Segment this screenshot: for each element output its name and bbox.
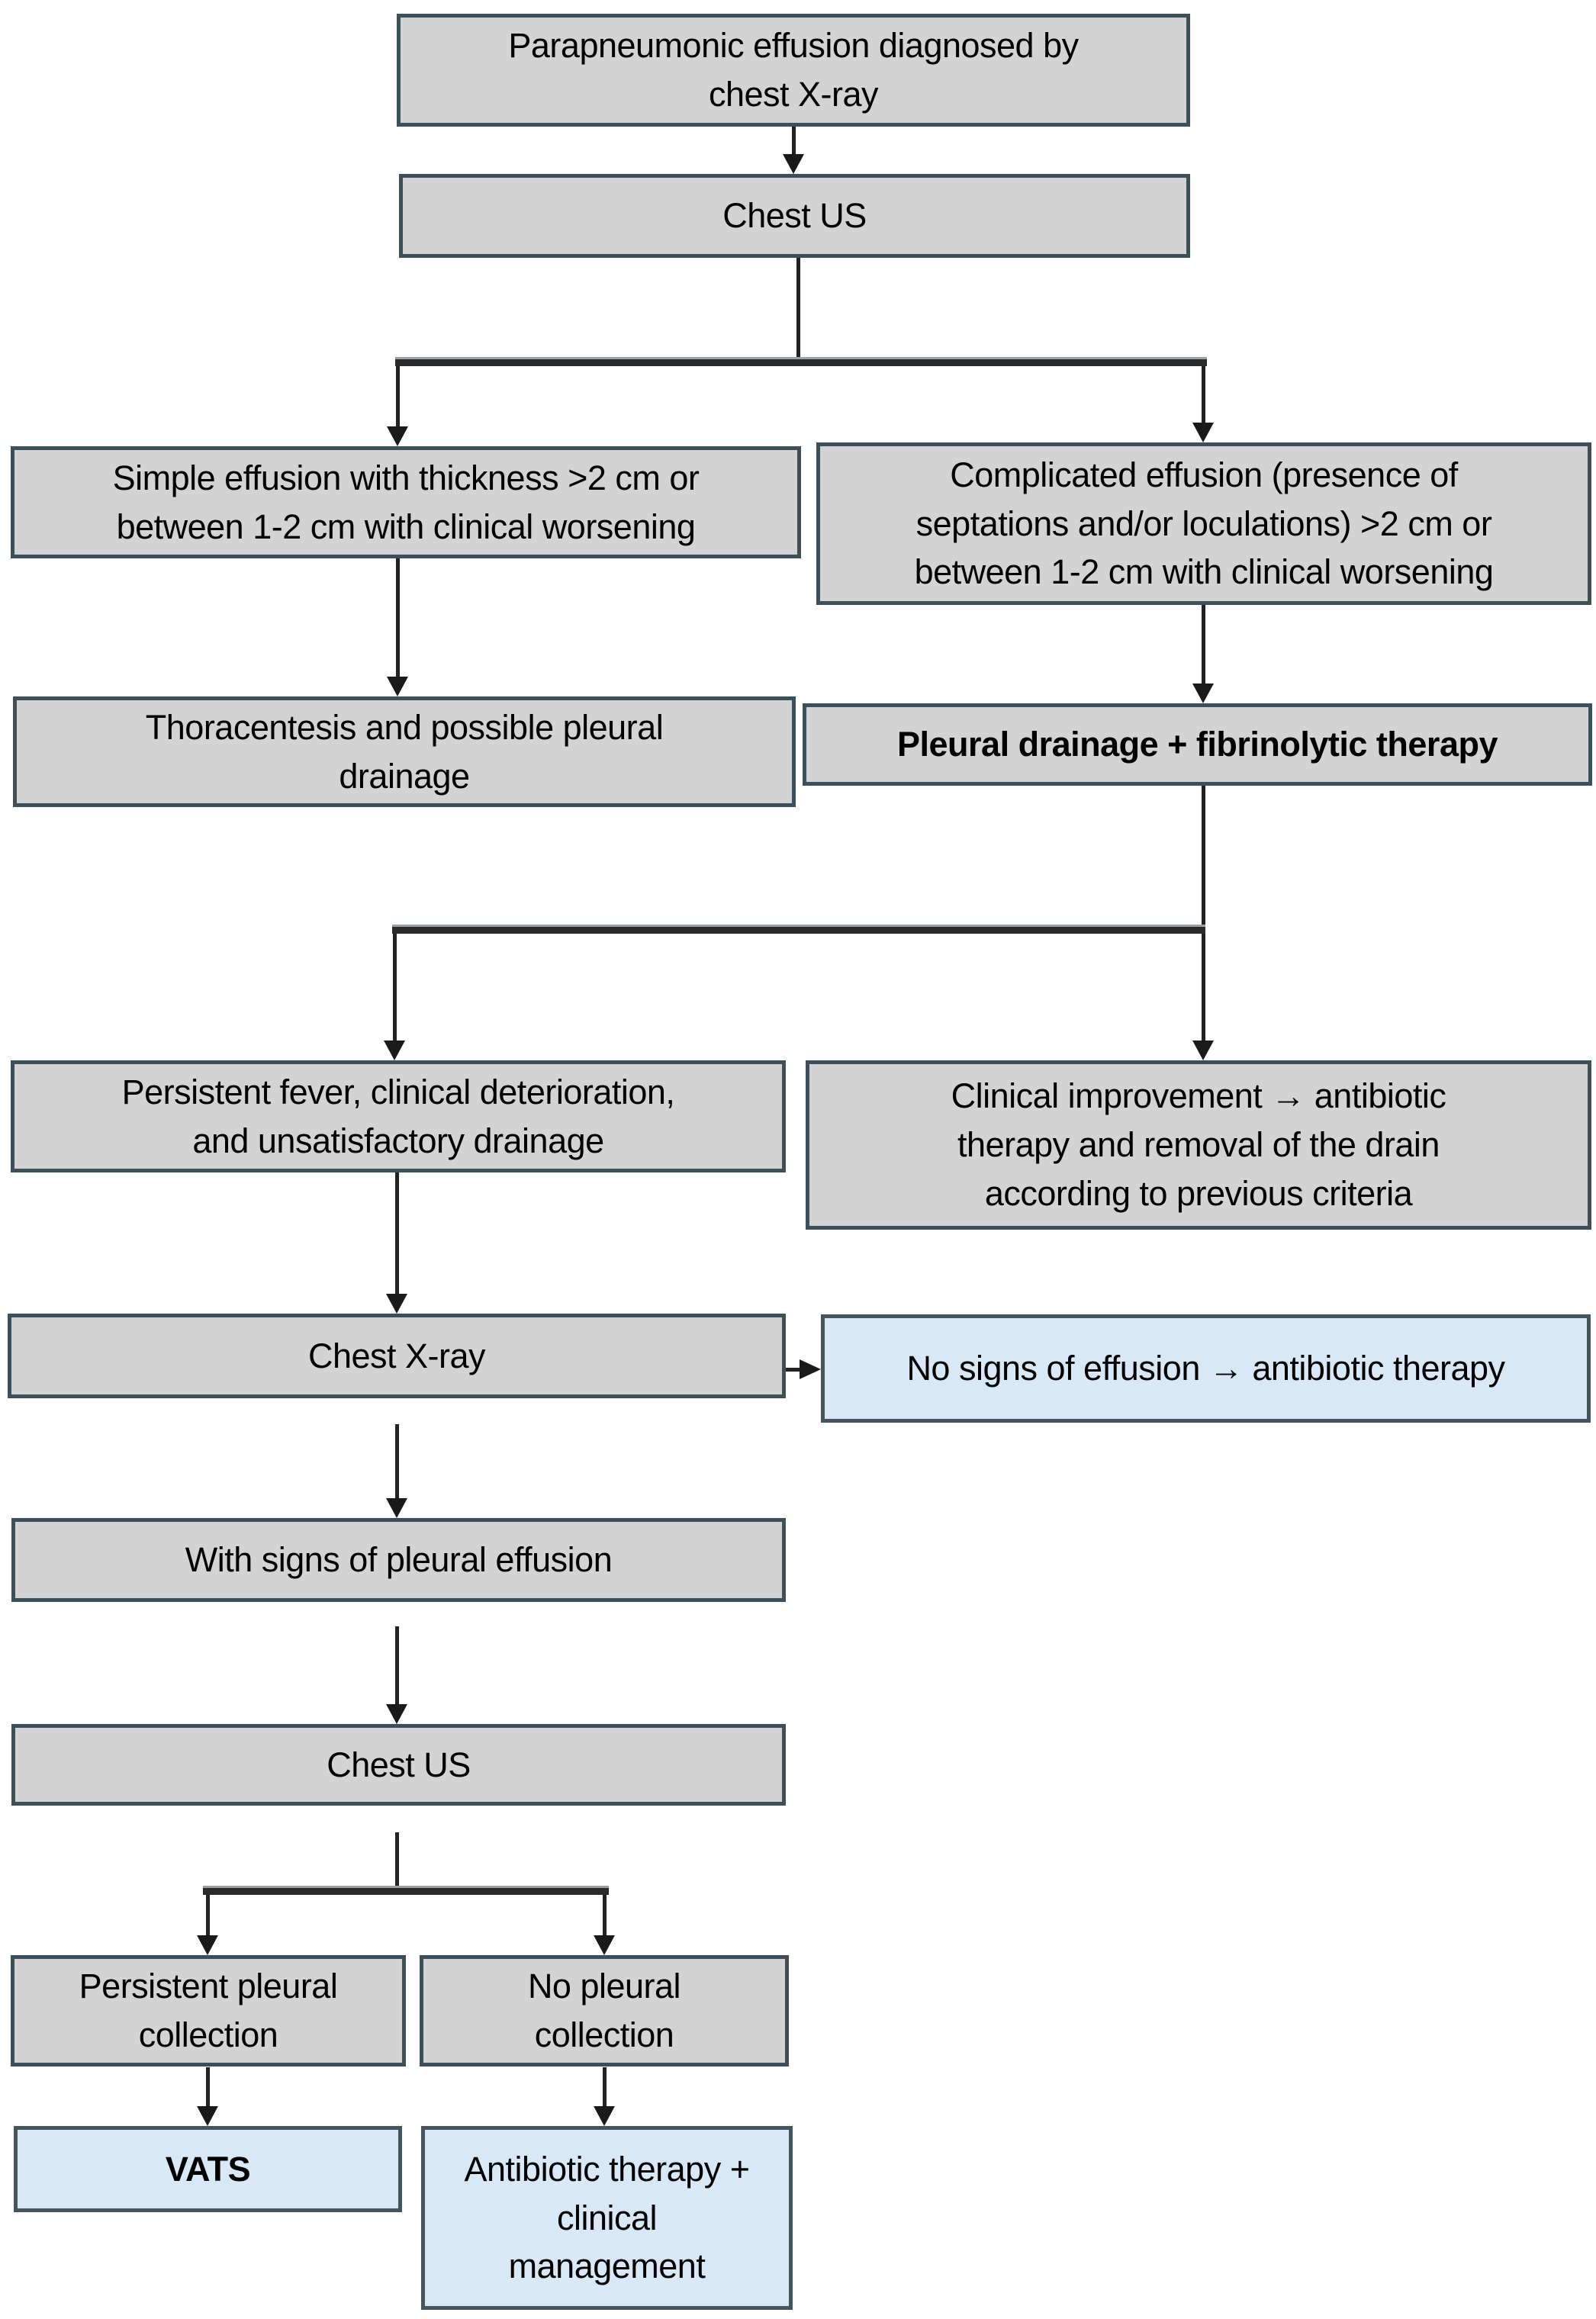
node-clinical-improvement: Clinical improvement → antibiotic therap… xyxy=(806,1060,1591,1230)
edge-chestus2-stem-line xyxy=(395,1832,399,1893)
node-parapneumonic-effusion: Parapneumonic effusion diagnosed by ches… xyxy=(397,14,1190,127)
arrow-down-icon xyxy=(197,1935,218,1955)
node-complicated-effusion: Complicated effusion (presence of septat… xyxy=(816,442,1591,605)
node-chest-us-1: Chest US xyxy=(399,174,1190,258)
edge-chestxray-to-nosigns-line xyxy=(786,1368,801,1372)
node-with-signs-effusion: With signs of pleural effusion xyxy=(11,1518,786,1602)
edge-withsigns-to-chestus2-line xyxy=(395,1626,399,1704)
edge-to-no-collection-line xyxy=(603,1895,607,1935)
node-thoracentesis: Thoracentesis and possible pleural drain… xyxy=(13,696,796,807)
node-chest-us-2: Chest US xyxy=(11,1724,786,1806)
edge-chestus-stem-line xyxy=(796,258,800,365)
edge-drainage-to-improvement-line xyxy=(1202,786,1205,1040)
edge-fever-to-chestxray-line xyxy=(395,1172,399,1294)
arrow-down-icon xyxy=(387,677,408,696)
arrow-down-icon xyxy=(386,1498,407,1518)
arrow-down-icon xyxy=(386,1704,407,1724)
edge-to-persistent-fever-line xyxy=(393,934,397,1040)
node-simple-effusion: Simple effusion with thickness >2 cm or … xyxy=(11,446,801,558)
edge-to-persistent-collection-line xyxy=(206,1895,210,1935)
arrow-down-icon xyxy=(1192,683,1214,703)
edge-to-simple-line xyxy=(396,366,400,426)
edge-split-bar-bottom xyxy=(203,1888,609,1895)
node-vats: VATS xyxy=(14,2126,402,2212)
arrow-down-icon xyxy=(1192,423,1214,442)
edge-to-complicated-line xyxy=(1202,366,1205,423)
arrow-down-icon xyxy=(387,426,408,446)
edge-split-bar-middle xyxy=(392,927,1205,934)
node-pleural-drainage-fibrinolytic: Pleural drainage + fibrinolytic therapy xyxy=(803,703,1592,786)
arrow-down-icon xyxy=(386,1294,407,1314)
node-chest-xray: Chest X-ray xyxy=(8,1314,786,1398)
edge-parapneumonic-to-chestus-line xyxy=(792,127,796,156)
node-persistent-fever: Persistent fever, clinical deterioration… xyxy=(11,1060,786,1172)
node-no-signs-effusion: No signs of effusion → antibiotic therap… xyxy=(821,1314,1591,1423)
arrow-down-icon xyxy=(594,1935,615,1955)
arrow-down-icon xyxy=(1192,1040,1214,1060)
arrow-down-icon xyxy=(783,154,804,174)
edge-collection-to-vats-line xyxy=(206,2067,210,2106)
arrow-right-icon xyxy=(800,1359,821,1379)
arrow-down-icon xyxy=(594,2106,615,2126)
arrow-down-icon xyxy=(384,1040,405,1060)
node-no-collection: No pleural collection xyxy=(420,1955,789,2067)
node-persistent-collection: Persistent pleural collection xyxy=(11,1955,406,2067)
edge-simple-to-thoracentesis-line xyxy=(396,558,400,677)
edge-split-bar-top xyxy=(395,359,1207,366)
arrow-down-icon xyxy=(197,2106,218,2126)
edge-chestxray-to-withsigns-line xyxy=(395,1424,399,1498)
edge-complicated-to-drainage-line xyxy=(1202,605,1205,683)
edge-nocollection-to-antibiotic-line xyxy=(603,2067,607,2106)
node-antibiotic-management: Antibiotic therapy + clinical management xyxy=(421,2126,793,2310)
